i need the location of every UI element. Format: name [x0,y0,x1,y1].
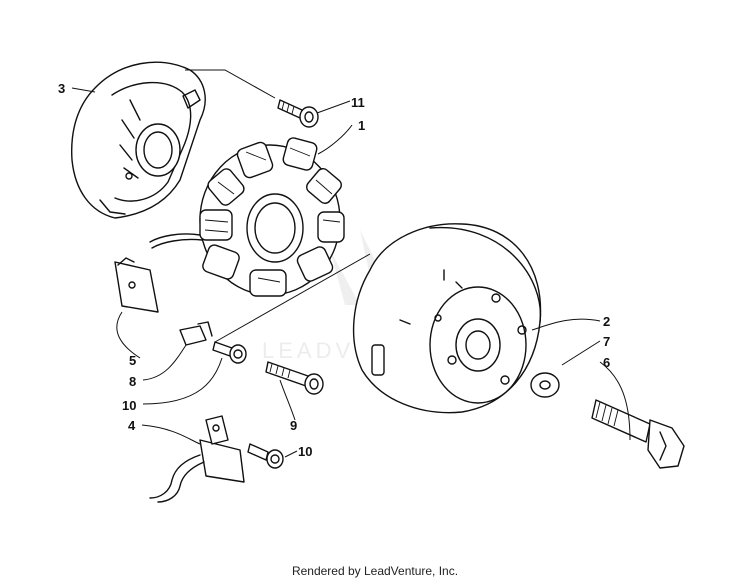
stator-housing-part-3 [71,61,206,219]
callout-6: 6 [603,355,610,370]
bolt-part-9 [265,361,324,395]
callout-7: 7 [603,334,610,349]
washer-part-7 [530,372,560,398]
leader-lines [71,69,631,458]
callout-10-upper: 10 [122,398,136,413]
callout-3: 3 [58,81,65,96]
stator-coil-part-1 [149,137,345,297]
screw-part-10-upper [212,341,247,364]
callout-10-lower: 10 [298,444,312,459]
callout-8: 8 [129,374,136,389]
callout-11: 11 [351,95,365,110]
callout-9: 9 [290,418,297,433]
callout-2: 2 [603,314,610,329]
pulser-coil-part-4 [149,415,245,503]
grommet-part-8 [179,321,213,346]
flywheel-part-2 [352,223,542,414]
callout-4: 4 [128,418,136,433]
callout-1: 1 [358,118,365,133]
pad-part-5 [114,257,159,313]
screw-part-10-lower [247,443,284,469]
callout-5: 5 [129,353,136,368]
render-credit: Rendered by LeadVenture, Inc. [291,564,459,578]
screw-part-11 [277,99,319,128]
flywheel-bolt-part-6 [591,399,685,469]
